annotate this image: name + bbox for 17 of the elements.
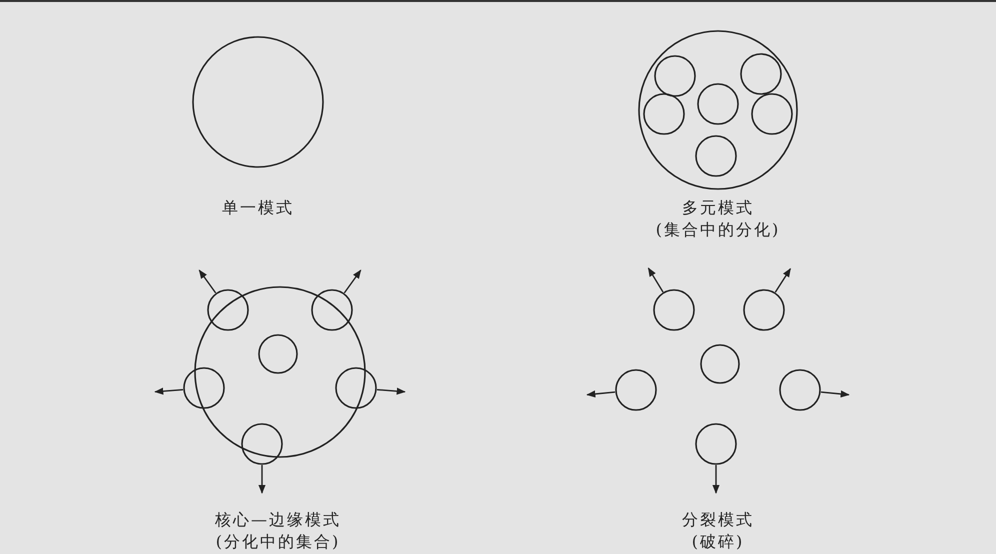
arrow bbox=[376, 388, 406, 395]
arrow bbox=[344, 270, 362, 294]
caption: 多元模式 bbox=[682, 198, 754, 218]
arrow bbox=[586, 390, 616, 398]
arrow bbox=[820, 390, 850, 398]
caption: 单一模式 bbox=[222, 198, 294, 218]
arrow bbox=[648, 267, 664, 292]
caption: (破碎) bbox=[692, 532, 744, 552]
arrow bbox=[258, 465, 266, 494]
arrow bbox=[712, 465, 720, 494]
caption: 分裂模式 bbox=[682, 510, 754, 530]
caption: (集合中的分化) bbox=[656, 220, 780, 240]
arrow bbox=[198, 270, 216, 294]
arrow bbox=[774, 268, 791, 293]
caption: 核心—边缘模式 bbox=[215, 510, 341, 530]
arrow bbox=[154, 388, 184, 395]
caption: (分化中的集合) bbox=[216, 532, 340, 552]
